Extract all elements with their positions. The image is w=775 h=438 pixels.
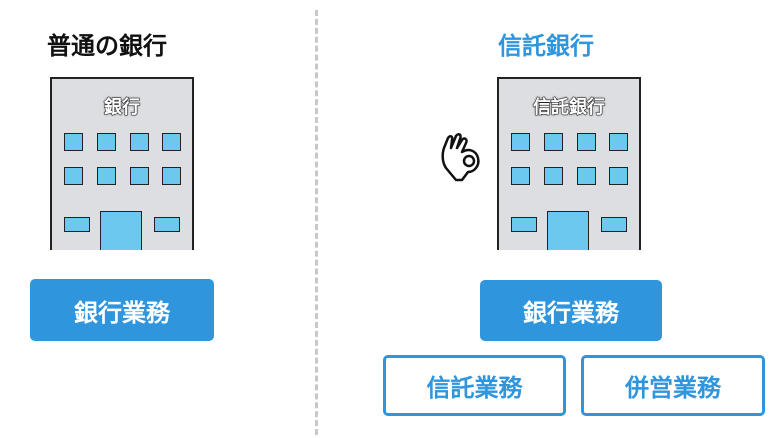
trust-bank-building: 信託銀行 xyxy=(497,77,641,250)
left-title: 普通の銀行 xyxy=(47,32,167,60)
ancillary-service-label: 併営業務 xyxy=(581,355,765,416)
ok-hand-icon xyxy=(441,133,480,182)
building-sign: 信託銀行 xyxy=(533,97,606,119)
right-title: 信託銀行 xyxy=(498,32,594,60)
divider xyxy=(315,10,318,435)
building-sign: 銀行 xyxy=(104,97,141,119)
bank-building: 銀行 xyxy=(50,77,194,250)
trust-service-label: 信託業務 xyxy=(383,355,566,416)
banking-service-label: 銀行業務 xyxy=(30,279,214,341)
banking-service-label: 銀行業務 xyxy=(480,280,662,341)
